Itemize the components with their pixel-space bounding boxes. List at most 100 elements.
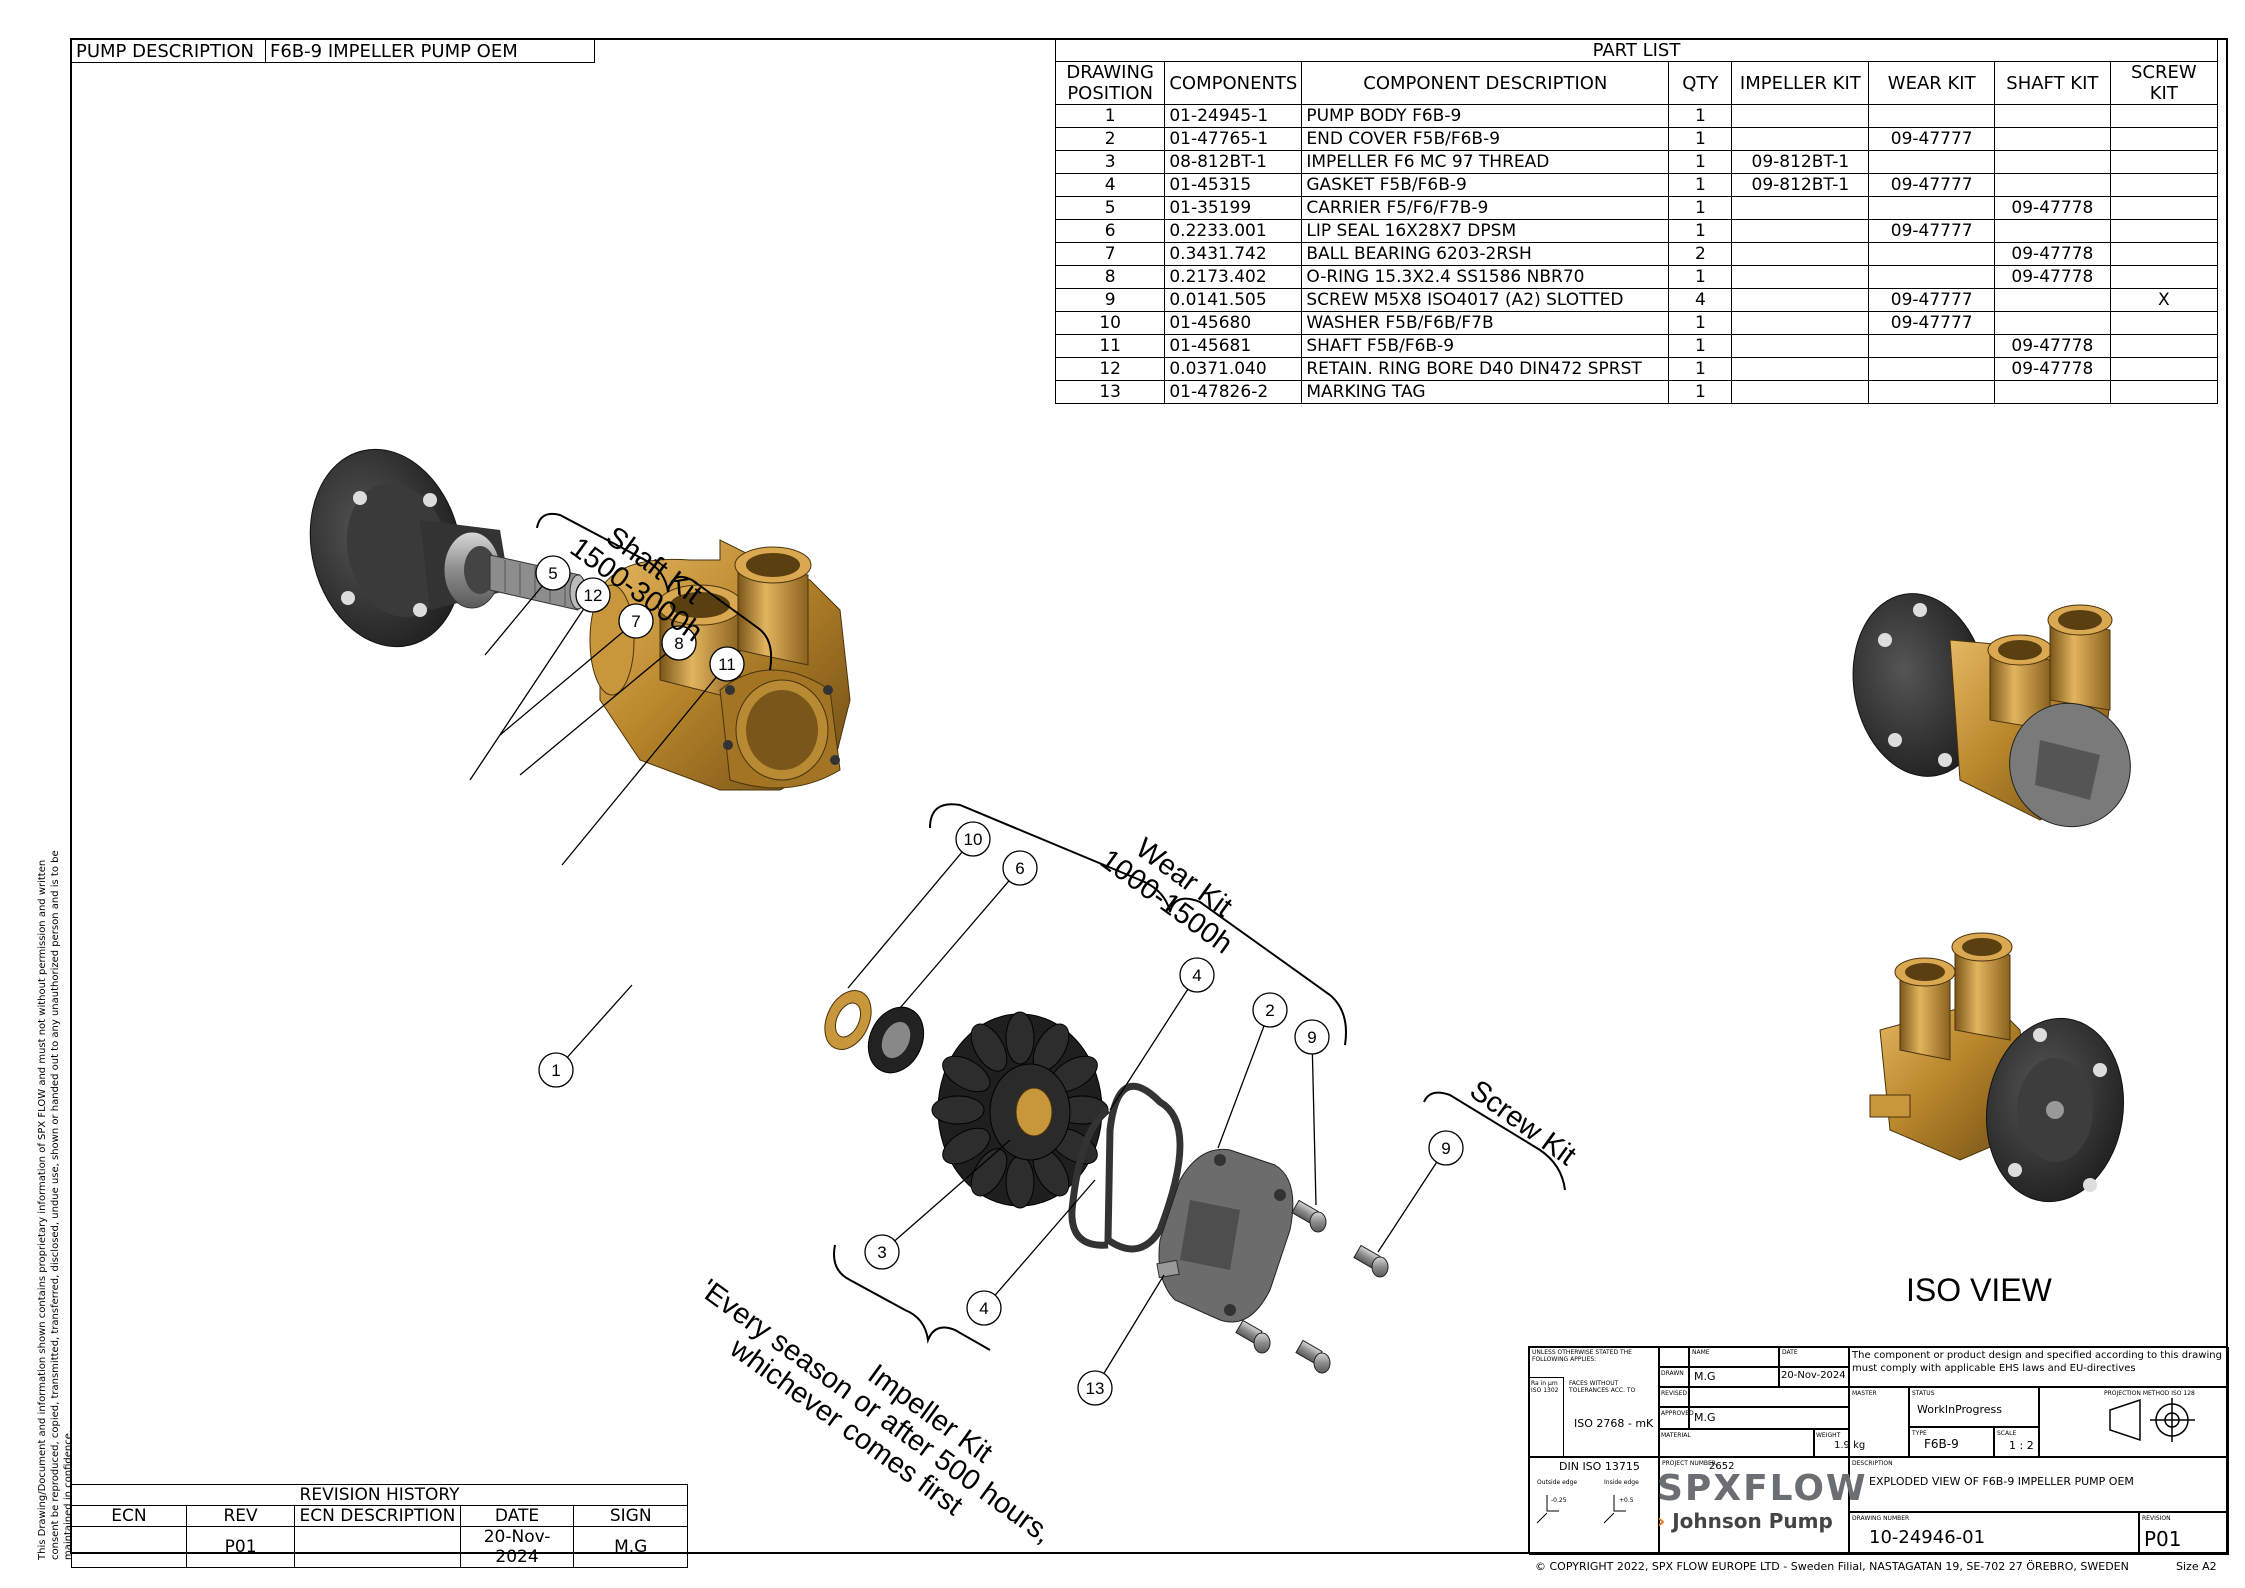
part-cell: 13: [1054, 380, 1166, 404]
part-cell: RETAIN. RING BORE D40 DIN472 SPRST: [1301, 357, 1670, 381]
part-cell: 12: [1054, 357, 1166, 381]
brand-name: SPXFLOW: [1657, 1468, 1868, 1509]
part-cell: SCREW M5X8 ISO4017 (A2) SLOTTED: [1301, 288, 1670, 312]
rev-col-header: ECN: [71, 1505, 187, 1527]
part-cell: [2109, 357, 2219, 381]
tb-status-label: STATUS: [1912, 1390, 1935, 1397]
tb-drawing-no-label: DRAWING NUMBER: [1852, 1515, 1910, 1522]
part-cell: [1868, 334, 1996, 358]
rev-col-header: ECN DESCRIPTION: [294, 1505, 461, 1527]
part-cell: 1: [1668, 265, 1733, 289]
tb-description-label: DESCRIPTION: [1852, 1460, 1893, 1467]
part-cell: END COVER F5B/F6B-9: [1301, 127, 1670, 151]
part-cell: SHAFT F5B/F6B-9: [1301, 334, 1670, 358]
tb-project: 2652: [1709, 1461, 1735, 1472]
tb-project-label: PROJECT NUMBER: [1662, 1460, 1716, 1467]
part-cell: CARRIER F5/F6/F7B-9: [1301, 196, 1670, 220]
tb-name-label: NAME: [1692, 1349, 1710, 1356]
part-cell: 5: [1054, 196, 1166, 220]
part-cell: 2: [1054, 127, 1166, 151]
part-cell: IMPELLER F6 MC 97 THREAD: [1301, 150, 1670, 174]
part-cell: [1994, 150, 2111, 174]
tb-outside-val: -0.25: [1551, 1497, 1567, 1504]
paper-size: Size A2: [2176, 1560, 2217, 1573]
part-cell: 8: [1054, 265, 1166, 289]
part-cell: [2109, 219, 2219, 243]
part-cell: 09-47777: [1868, 127, 1996, 151]
col-header: COMPONENT DESCRIPTION: [1301, 61, 1670, 105]
tb-status: WorkInProgress: [1917, 1403, 2003, 1416]
tb-date-label: DATE: [1782, 1349, 1798, 1356]
part-cell: [1731, 242, 1870, 266]
part-cell: 09-47778: [1994, 242, 2111, 266]
part-cell: [1731, 357, 1870, 381]
part-cell: 09-47777: [1868, 311, 1996, 335]
part-cell: PUMP BODY F6B-9: [1301, 104, 1670, 128]
part-cell: [1994, 173, 2111, 197]
part-cell: 1: [1668, 104, 1733, 128]
part-cell: 09-47777: [1868, 288, 1996, 312]
part-cell: 01-45680: [1164, 311, 1303, 335]
tb-inside-val: +0.5: [1619, 1497, 1634, 1504]
part-cell: MARKING TAG: [1301, 380, 1670, 404]
tb-type: F6B-9: [1924, 1437, 1959, 1451]
part-cell: 1: [1668, 173, 1733, 197]
part-cell: 1: [1668, 219, 1733, 243]
tb-revision: P01: [2144, 1527, 2182, 1551]
part-cell: [1994, 104, 2111, 128]
col-header: QTY: [1668, 61, 1733, 105]
spxflow-logo: SPXFLOW › Johnson Pump: [1657, 1468, 1868, 1533]
part-cell: 2: [1668, 242, 1733, 266]
part-cell: [2109, 196, 2219, 220]
part-cell: 01-35199: [1164, 196, 1303, 220]
tb-type-label: TYPE: [1912, 1430, 1927, 1437]
part-cell: [1868, 380, 1996, 404]
part-cell: LIP SEAL 16X28X7 DPSM: [1301, 219, 1670, 243]
revision-row: P01 20-Nov-2024 M.G: [71, 1526, 688, 1568]
tb-master-label: MASTER: [1852, 1390, 1877, 1397]
tb-drawing-no: 10-24946-01: [1869, 1527, 1986, 1548]
rev-ecn: [71, 1526, 187, 1568]
rev-sign: M.G: [573, 1526, 688, 1568]
part-cell: X: [2109, 288, 2219, 312]
col-header: IMPELLER KIT: [1731, 61, 1870, 105]
part-cell: 1: [1668, 357, 1733, 381]
revision-history-table: REVISION HISTORY ECN REV ECN DESCRIPTION…: [71, 1484, 688, 1568]
part-cell: 01-45315: [1164, 173, 1303, 197]
part-cell: WASHER F5B/F6B/F7B: [1301, 311, 1670, 335]
part-cell: 09-47778: [1994, 357, 2111, 381]
tb-drawn-label: DRAWN: [1661, 1370, 1684, 1377]
tb-approved-label: APPROVED: [1661, 1410, 1694, 1417]
part-cell: [1731, 127, 1870, 151]
part-list-table: PART LIST DRAWING POSITION COMPONENTS CO…: [1054, 39, 2219, 404]
col-header: DRAWING POSITION: [1054, 61, 1166, 105]
col-header: SCREW KIT: [2109, 61, 2219, 105]
pump-description-table: PUMP DESCRIPTION F6B-9 IMPELLER PUMP OEM: [71, 39, 595, 63]
part-cell: [2109, 311, 2219, 335]
part-list-title: PART LIST: [1055, 39, 2218, 62]
tb-drawn-date: 20-Nov-2024: [1781, 1370, 1846, 1381]
part-cell: 08-812BT-1: [1164, 150, 1303, 174]
part-cell: [2109, 242, 2219, 266]
tb-weight-label: WEIGHT: [1816, 1432, 1841, 1439]
part-cell: 11: [1054, 334, 1166, 358]
part-cell: 09-812BT-1: [1731, 173, 1870, 197]
tb-scale-label: SCALE: [1997, 1430, 2017, 1437]
part-cell: [1868, 242, 1996, 266]
chevron-right-icon: ›: [1657, 1509, 1666, 1533]
col-header: WEAR KIT: [1868, 61, 1996, 105]
part-cell: 1: [1668, 150, 1733, 174]
part-cell: 09-47778: [1994, 334, 2111, 358]
part-cell: BALL BEARING 6203-2RSH: [1301, 242, 1670, 266]
part-cell: 01-24945-1: [1164, 104, 1303, 128]
part-cell: [1731, 104, 1870, 128]
rev-col-header: DATE: [459, 1505, 575, 1527]
tb-compliance: The component or product design and spec…: [1852, 1350, 2222, 1374]
title-block: UNLESS OTHERWISE STATED THE FOLLOWING AP…: [1528, 1346, 2229, 1555]
